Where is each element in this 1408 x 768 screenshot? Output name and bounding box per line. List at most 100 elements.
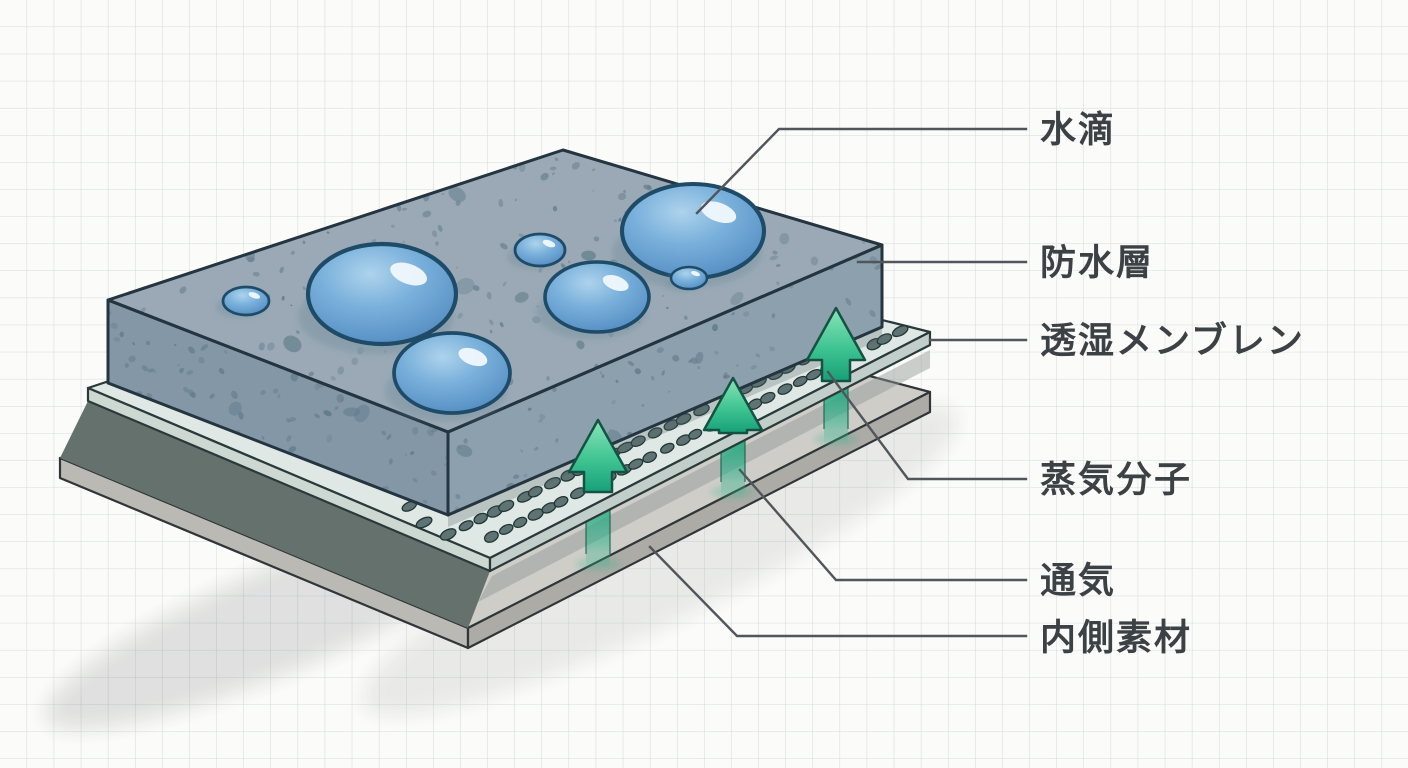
membrane-hole xyxy=(544,477,561,490)
speckle xyxy=(455,278,475,295)
speckle xyxy=(668,390,671,393)
speckle xyxy=(613,219,618,223)
speckle xyxy=(662,295,665,297)
speckle xyxy=(290,250,296,255)
leader-lines xyxy=(648,127,1028,638)
speckle xyxy=(277,393,281,399)
vapor-arrow xyxy=(702,376,764,435)
speckle xyxy=(769,346,775,352)
speckle xyxy=(386,434,392,440)
speckle xyxy=(581,250,596,261)
speckle xyxy=(141,365,149,372)
speckle xyxy=(502,281,507,287)
speckle xyxy=(354,404,370,423)
speckle xyxy=(267,342,275,351)
membrane-hole xyxy=(553,495,569,508)
speckle xyxy=(775,264,781,267)
waterproof-left-face xyxy=(108,300,448,515)
speckle xyxy=(661,370,665,376)
speckle xyxy=(388,458,393,465)
membrane-hole xyxy=(458,520,474,532)
speckle xyxy=(534,446,539,451)
speckle xyxy=(568,260,571,264)
speckle xyxy=(643,184,652,190)
speckle xyxy=(518,233,524,238)
speckle xyxy=(435,241,439,246)
speckle xyxy=(441,193,445,195)
membrane-hole xyxy=(513,516,528,529)
speckle xyxy=(609,429,612,432)
speckle xyxy=(810,256,819,266)
speckle xyxy=(283,335,302,353)
speckle xyxy=(260,390,266,396)
speckle xyxy=(538,418,544,423)
water-droplet xyxy=(507,232,567,270)
speckle xyxy=(330,376,336,381)
speckle xyxy=(743,311,750,317)
water-droplet xyxy=(536,260,651,339)
vapor-arrow xyxy=(805,306,867,383)
speckle xyxy=(591,168,596,172)
label-ventilation: 通気 xyxy=(1040,560,1116,601)
speckle xyxy=(179,367,184,374)
label-waterproof-layer: 防水層 xyxy=(1040,242,1154,283)
speckle xyxy=(337,366,345,375)
speckle xyxy=(656,347,664,354)
label-inner-material: 内側素材 xyxy=(1040,617,1192,658)
speckle xyxy=(410,451,415,455)
membrane-hole xyxy=(483,530,499,543)
speckle xyxy=(430,470,437,476)
speckle xyxy=(618,217,622,222)
speckle xyxy=(672,354,680,362)
speckle xyxy=(714,351,719,355)
speckle xyxy=(422,499,428,504)
speckle xyxy=(560,263,566,269)
speckle xyxy=(258,342,265,351)
speckle xyxy=(772,250,778,255)
speckle xyxy=(499,322,504,328)
speckle xyxy=(697,366,701,370)
speckle xyxy=(489,329,493,334)
speckle xyxy=(615,379,619,384)
speckle xyxy=(731,312,735,316)
speckle xyxy=(431,230,438,238)
speckle xyxy=(514,292,529,303)
membrane-hole xyxy=(498,523,514,535)
speckle xyxy=(228,401,242,416)
speckle xyxy=(500,242,508,250)
speckle xyxy=(600,371,603,375)
speckle xyxy=(437,224,443,232)
speckle xyxy=(200,344,208,351)
speckle xyxy=(183,386,189,393)
speckle xyxy=(593,236,600,242)
speckle xyxy=(519,163,526,172)
membrane-hole xyxy=(759,391,776,404)
speckle xyxy=(401,207,408,211)
membrane-hole xyxy=(498,499,515,513)
speckle xyxy=(539,413,546,420)
speckle xyxy=(552,205,558,212)
speckle xyxy=(627,361,635,366)
speckle xyxy=(286,435,292,442)
speckle xyxy=(665,306,669,310)
speckle xyxy=(124,362,129,368)
speckle xyxy=(177,363,180,367)
speckle xyxy=(683,315,688,321)
speckle xyxy=(712,324,718,332)
speckle xyxy=(592,189,595,192)
speckle xyxy=(527,407,532,411)
speckle xyxy=(188,389,195,397)
speckle xyxy=(314,413,320,419)
speckle xyxy=(427,429,434,437)
speckle xyxy=(224,350,228,354)
speckle xyxy=(341,398,344,402)
speckle xyxy=(869,309,876,318)
water-droplet xyxy=(385,331,512,421)
speckle xyxy=(296,330,300,334)
speckle xyxy=(456,266,458,269)
water-droplet xyxy=(215,285,271,318)
speckle xyxy=(611,399,616,405)
membrane-hole xyxy=(805,368,822,381)
speckle xyxy=(634,368,641,375)
speckle xyxy=(874,264,882,270)
